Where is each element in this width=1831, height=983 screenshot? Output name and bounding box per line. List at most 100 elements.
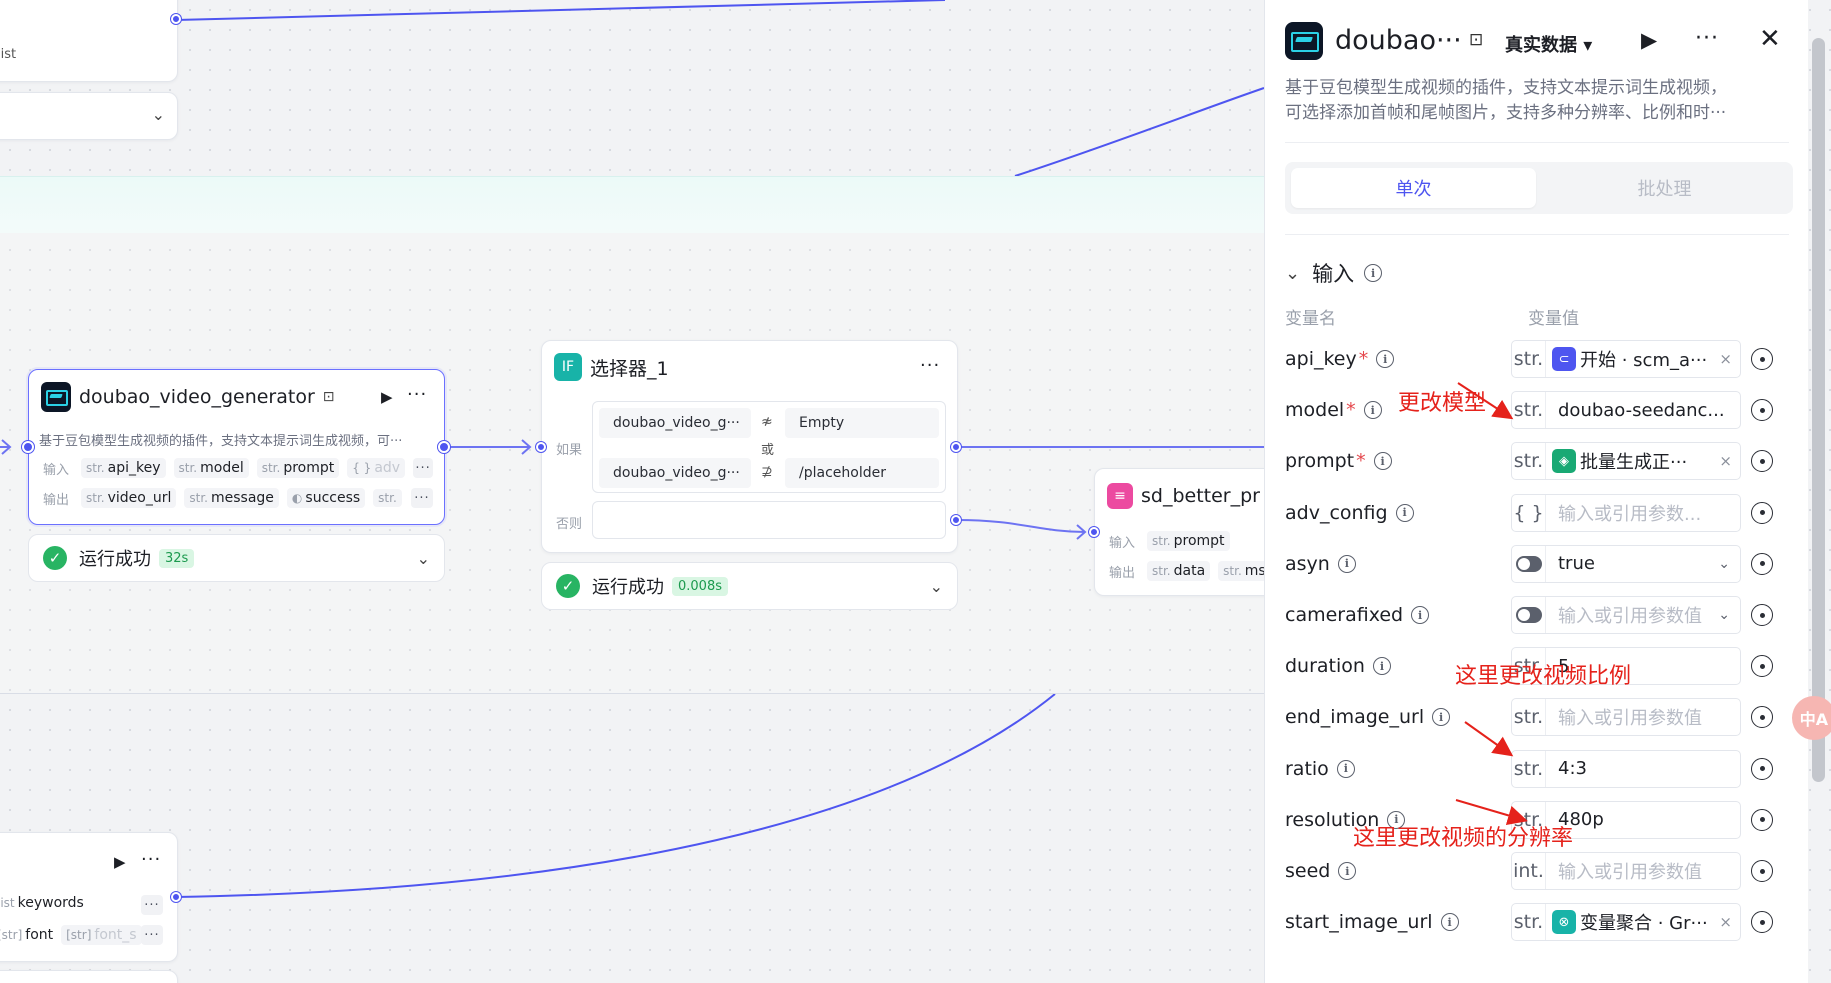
param-value-field[interactable]: str. 5 — [1511, 647, 1741, 686]
more-inputs-button[interactable]: ··· — [141, 895, 163, 915]
param-value-field[interactable]: int. 输入或引用参数值 — [1511, 852, 1741, 890]
cond1-right[interactable]: Empty — [785, 408, 939, 438]
toggle-icon[interactable] — [1515, 607, 1542, 623]
node-selector[interactable]: IF 选择器_1 ··· 如果 doubao_video_g··· ≉ Empt… — [541, 340, 958, 553]
param-value[interactable]: 输入或引用参数值 — [1558, 606, 1702, 627]
reference-chip[interactable]: ⊂开始 · scm_a···× — [1552, 346, 1740, 372]
param-type[interactable]: str. — [1512, 341, 1546, 377]
param-value[interactable]: 输入或引用参数值 — [1558, 708, 1702, 730]
node-doubao-video-generator[interactable]: doubao_video_generator ⊡ ▶ ··· 基于豆包模型生成视… — [28, 369, 445, 525]
chevron-down-icon[interactable]: ⌄ — [1285, 262, 1301, 284]
reference-variable-icon[interactable] — [1751, 450, 1773, 473]
cond1-operator[interactable]: ≉ — [761, 414, 773, 430]
param-value[interactable]: 输入或引用参数... — [1558, 503, 1702, 525]
selector-input-port[interactable] — [536, 442, 546, 452]
cond2-right[interactable]: /placeholder — [785, 458, 939, 488]
reference-variable-icon[interactable] — [1751, 655, 1773, 678]
node-top-left-status[interactable]: ⌄ — [0, 92, 178, 140]
reference-variable-icon[interactable] — [1751, 808, 1773, 831]
param-value-field[interactable]: str. 输入或引用参数值 — [1511, 698, 1741, 737]
doubao-output-port[interactable] — [438, 441, 450, 453]
more-inputs-button[interactable]: ··· — [413, 458, 433, 478]
node-bottom-left[interactable]: ▶ ··· listkeywords ··· [str]font [str]fo… — [0, 832, 178, 962]
info-icon[interactable]: i — [1363, 401, 1382, 420]
param-value[interactable]: 4:3 — [1558, 758, 1587, 780]
reference-variable-icon[interactable] — [1751, 552, 1773, 575]
run-button[interactable]: ▶ — [1641, 28, 1658, 52]
param-value-field[interactable]: str. doubao-seedanc... — [1511, 391, 1741, 430]
param-value[interactable]: 输入或引用参数值 — [1558, 862, 1702, 883]
param-type[interactable] — [1512, 545, 1546, 582]
param-value-field[interactable]: true ⌄ — [1511, 544, 1741, 583]
reference-variable-icon[interactable] — [1751, 860, 1773, 882]
selector-status-bar[interactable]: ✓ 运行成功 0.008s ⌄ — [541, 562, 958, 610]
cond2-operator[interactable]: ⊉ — [761, 464, 773, 480]
selector-else-output-port[interactable] — [951, 515, 961, 525]
tab-single[interactable]: 单次 — [1291, 168, 1536, 208]
input-section-header[interactable]: ⌄ 输入 i — [1285, 258, 1383, 288]
param-type[interactable]: str. — [1512, 648, 1546, 685]
more-outputs-button[interactable]: ··· — [141, 925, 163, 945]
sd-input-port[interactable] — [1089, 527, 1099, 537]
param-type[interactable]: int. — [1512, 853, 1546, 889]
chevron-down-icon[interactable]: ⌄ — [1718, 555, 1730, 572]
run-node-button[interactable]: ▶ — [114, 853, 126, 871]
info-icon[interactable]: i — [1376, 350, 1395, 368]
more-button[interactable]: ··· — [1695, 26, 1719, 51]
info-icon[interactable]: i — [1337, 554, 1356, 573]
reference-variable-icon[interactable] — [1751, 348, 1773, 370]
remove-icon[interactable]: × — [1719, 350, 1732, 368]
info-icon[interactable]: i — [1372, 657, 1391, 676]
param-value-field[interactable]: str.⊂开始 · scm_a···× — [1511, 340, 1741, 378]
run-node-button[interactable]: ▶ — [381, 388, 393, 406]
info-icon[interactable]: i — [1338, 862, 1357, 880]
chevron-down-icon[interactable]: ⌄ — [416, 548, 430, 568]
param-type[interactable]: { } — [1512, 494, 1546, 531]
info-icon[interactable]: i — [1373, 452, 1392, 471]
info-icon[interactable]: i — [1440, 913, 1459, 932]
param-type[interactable]: str. — [1512, 904, 1546, 941]
toggle-icon[interactable] — [1515, 555, 1542, 572]
group-header[interactable] — [0, 177, 1265, 233]
remove-icon[interactable]: × — [1719, 452, 1732, 471]
param-value[interactable]: doubao-seedanc... — [1558, 399, 1725, 421]
reference-variable-icon[interactable] — [1751, 757, 1773, 780]
param-type[interactable]: str. — [1512, 699, 1546, 736]
reference-variable-icon[interactable] — [1751, 501, 1773, 524]
tab-batch[interactable]: 批处理 — [1637, 179, 1692, 200]
translate-floating-icon[interactable]: 中A — [1792, 696, 1831, 740]
param-type[interactable]: str. — [1512, 392, 1546, 429]
cond1-left[interactable]: doubao_video_g··· — [599, 408, 751, 438]
param-type[interactable]: str. — [1512, 750, 1546, 787]
param-value-field[interactable]: str. 4:3 — [1511, 749, 1741, 788]
reference-variable-icon[interactable] — [1751, 399, 1773, 422]
info-icon[interactable]: i — [1411, 606, 1430, 624]
node-more-button[interactable]: ··· — [920, 355, 941, 376]
or-label[interactable]: 或 — [761, 443, 775, 458]
info-icon[interactable]: i — [1364, 264, 1383, 282]
param-value[interactable]: 5 — [1558, 655, 1570, 677]
reference-chip[interactable]: ◈批量生成正···× — [1552, 448, 1740, 474]
info-icon[interactable]: i — [1432, 708, 1451, 727]
info-icon[interactable]: i — [1336, 759, 1355, 778]
cond2-left[interactable]: doubao_video_g··· — [599, 458, 751, 488]
param-value[interactable]: true — [1558, 553, 1595, 575]
node-more-button[interactable]: ··· — [407, 384, 428, 405]
param-value-field[interactable]: str.◈批量生成正···× — [1511, 442, 1741, 481]
param-value-field[interactable]: { } 输入或引用参数... — [1511, 493, 1741, 532]
doubao-status-bar[interactable]: ✓ 运行成功 32s ⌄ — [28, 534, 445, 582]
param-type[interactable]: str. — [1512, 443, 1546, 480]
selector-if-output-port[interactable] — [951, 442, 961, 452]
param-type[interactable] — [1512, 597, 1546, 633]
param-value-field[interactable]: 输入或引用参数值⌄ — [1511, 596, 1741, 634]
node-bottom-left-status[interactable] — [0, 970, 178, 983]
param-value-field[interactable]: str.480p — [1511, 800, 1741, 839]
more-outputs-button[interactable]: ··· — [411, 488, 433, 508]
param-value-field[interactable]: str.⊗变量聚合 · Gr···× — [1511, 903, 1741, 942]
info-icon[interactable]: i — [1395, 503, 1414, 522]
close-icon[interactable]: ✕ — [1759, 24, 1781, 54]
node-top-left-output-port[interactable] — [171, 14, 181, 24]
node-more-button[interactable]: ··· — [141, 849, 162, 870]
remove-icon[interactable]: × — [1719, 913, 1732, 932]
node-bottom-left-output-port[interactable] — [171, 892, 181, 902]
